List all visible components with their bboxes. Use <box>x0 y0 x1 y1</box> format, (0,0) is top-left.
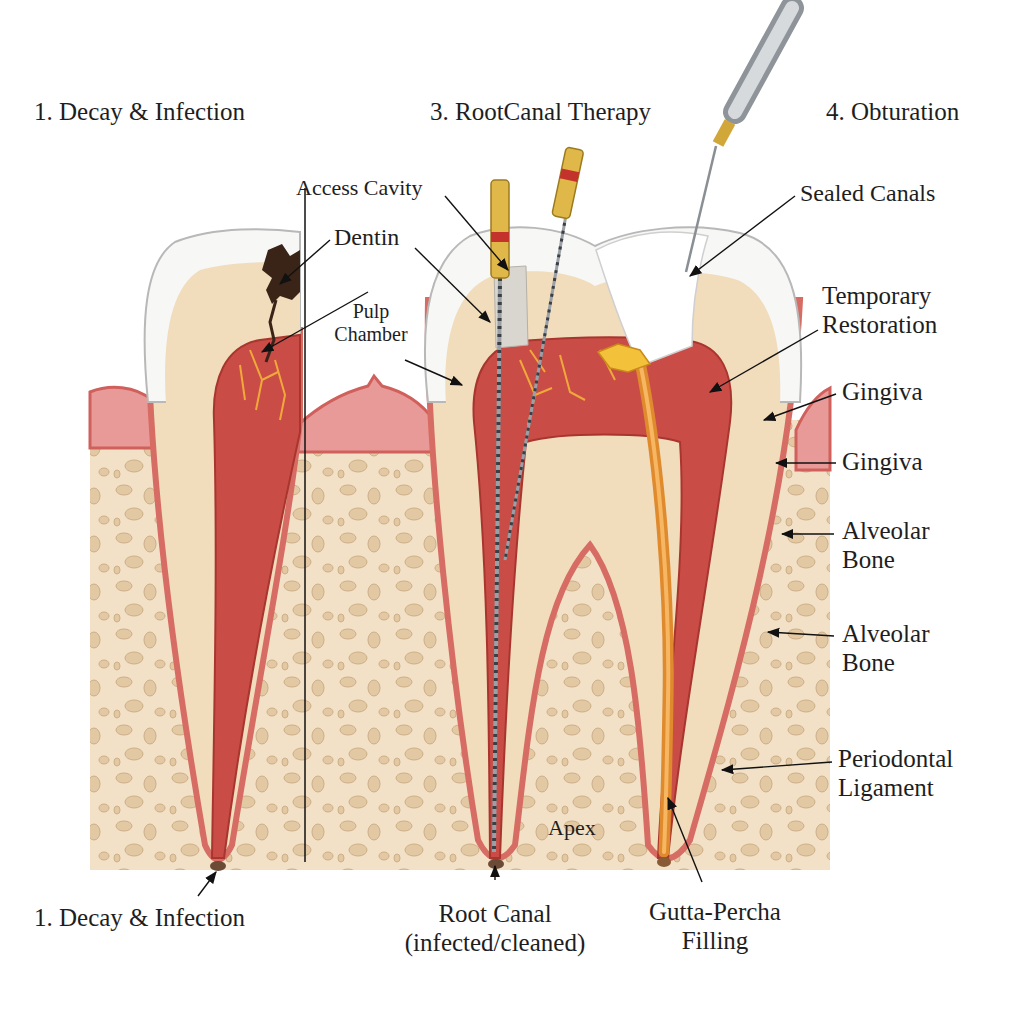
part-label: Periodontal Ligament <box>838 745 1003 803</box>
gingiva <box>298 376 434 452</box>
apex-lesion <box>657 857 671 867</box>
syringe-barrel <box>735 8 792 112</box>
sealer-cap <box>598 344 650 372</box>
part-label: Sealed Canals <box>800 180 1000 208</box>
part-label: Pulp Chamber <box>326 300 416 346</box>
decay-crack <box>266 300 276 362</box>
apex-lesion <box>210 861 226 871</box>
syringe-barrel <box>735 8 792 112</box>
file-band <box>491 232 509 242</box>
part-label: Gingiva <box>842 448 992 477</box>
part-label: 1. Decay & Infection <box>34 904 324 933</box>
part-label: 3. RootCanal Therapy <box>430 98 730 127</box>
part-label: 1. Decay & Infection <box>34 98 324 127</box>
file-handle <box>552 147 584 219</box>
apex-lesion <box>488 859 504 869</box>
part-label: Alveolar Bone <box>842 620 967 678</box>
divider-line <box>304 188 306 862</box>
pulp <box>473 337 731 858</box>
part-label: Gutta-Percha Filling <box>625 898 805 956</box>
gutta-percha <box>640 362 668 852</box>
nerve <box>240 350 285 420</box>
part-label: Alveolar Bone <box>842 517 967 575</box>
part-label: Temporary Restoration <box>822 282 987 340</box>
endodontic-file <box>505 215 566 560</box>
part-label: Gingiva <box>842 378 992 407</box>
pulp <box>212 335 300 858</box>
endodontic-file <box>505 215 566 560</box>
gutta-percha <box>640 362 668 852</box>
part-label: 4. Obturation <box>826 98 1016 127</box>
gingiva <box>90 387 152 448</box>
part-label: Access Cavity <box>296 175 466 200</box>
leader-lines <box>198 196 836 896</box>
syringe-needle <box>686 146 716 272</box>
endodontic-file <box>494 278 500 852</box>
part-label: Dentin <box>334 224 454 252</box>
endodontic-file <box>494 278 500 852</box>
part-label: Apex <box>548 815 648 840</box>
file-handle <box>491 180 509 278</box>
tooth-root <box>148 330 300 860</box>
syringe-hub <box>718 122 730 144</box>
part-label: Root Canal (infected/cleaned) <box>375 900 615 958</box>
decay <box>262 244 300 304</box>
